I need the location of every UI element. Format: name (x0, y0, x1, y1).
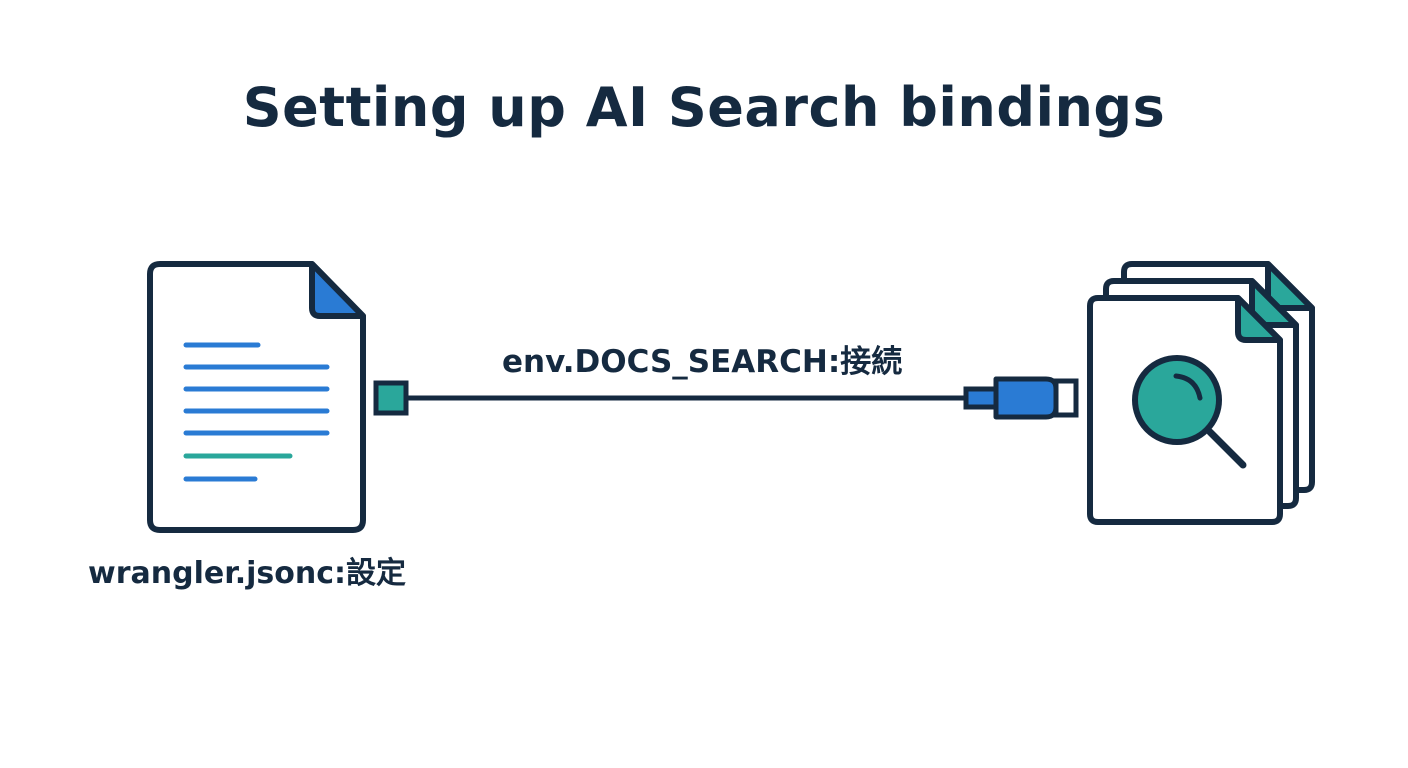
connection-label: env.DOCS_SEARCH:接続 (502, 344, 903, 380)
diagram-title: Setting up AI Search bindings (242, 76, 1166, 139)
search-documents-icon (1087, 261, 1315, 525)
config-text-lines (183, 342, 330, 482)
connection-cable (373, 376, 1079, 420)
config-file-icon (147, 261, 366, 533)
usb-plug-icon (963, 376, 1079, 420)
magnifier-icon (1132, 355, 1247, 469)
config-file-label: wrangler.jsonc:設定 (88, 556, 407, 591)
